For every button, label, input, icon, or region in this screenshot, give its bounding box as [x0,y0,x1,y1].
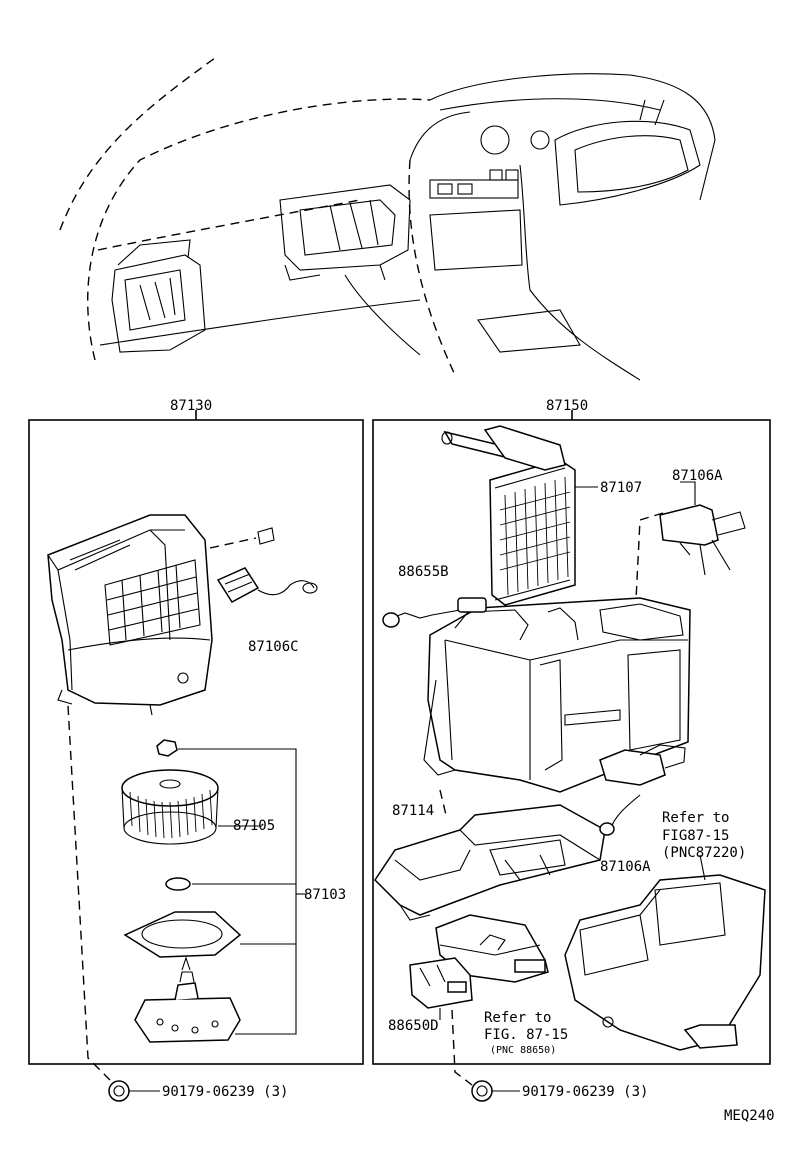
part-label-87105: 87105 [233,818,275,834]
part-label-88650D: 88650D [388,1018,439,1034]
part-label-87106C: 87106C [248,639,299,655]
part-label-87114: 87114 [392,803,434,819]
ref2-line3: (PNC 88650) [490,1045,556,1056]
part-label-87103: 87103 [304,887,346,903]
ref2-line1: Refer to [484,1010,551,1026]
part-label-88655B: 88655B [398,564,449,580]
part-label-bolt-left: 90179-06239 (3) [162,1084,288,1100]
part-label-bolt-right: 90179-06239 (3) [522,1084,648,1100]
group-label-right: 87150 [546,398,588,414]
group-frames [28,410,771,1065]
blower-unit-drawing [47,514,318,1102]
part-label-87106A-top: 87106A [672,468,723,484]
diagram-code: MEQ240 [724,1108,775,1124]
ref1-line3: (PNC87220) [662,845,746,861]
ref1-line2: FIG87-15 [662,828,729,844]
dashboard-overview-drawing [59,57,716,381]
evaporator-unit-drawing [374,425,766,1102]
part-label-87107: 87107 [600,480,642,496]
part-label-87106A-bottom: 87106A [600,859,651,875]
ref2-line2: FIG. 87-15 [484,1027,568,1043]
ref1-line1: Refer to [662,810,729,826]
group-label-left: 87130 [170,398,212,414]
